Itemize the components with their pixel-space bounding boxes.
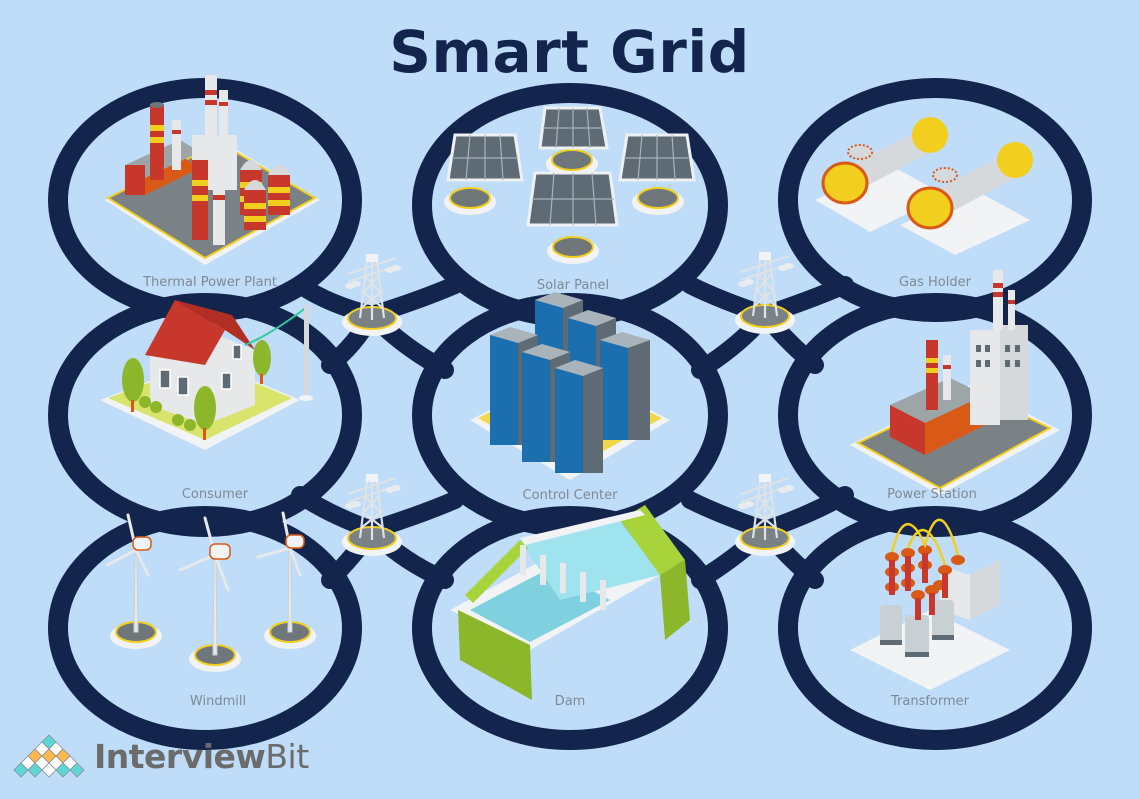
solar-panel-icon [443, 106, 696, 265]
power-station-icon [850, 270, 1060, 495]
server-rack-icon [470, 292, 670, 480]
label-consumer: Consumer [181, 487, 249, 502]
transmission-tower-icon [340, 252, 404, 338]
label-dam: Dam [554, 694, 586, 709]
label-thermal-power-plant: Thermal Power Plant [143, 275, 277, 290]
label-control-center: Control Center [522, 488, 618, 503]
dam-icon [450, 505, 690, 700]
factory-icon [105, 75, 320, 265]
page-title: Smart Grid [389, 18, 750, 86]
transmission-tower-icon [733, 250, 797, 336]
wind-turbine-icon [105, 511, 317, 673]
label-solar-panel: Solar Panel [536, 278, 610, 293]
interviewbit-logo: InterviewBit [12, 733, 309, 779]
label-gas-holder: Gas Holder [899, 275, 971, 290]
logo-wordmark: InterviewBit [94, 737, 309, 776]
label-power-station: Power Station [887, 487, 977, 502]
logo-text-regular: Bit [265, 736, 309, 776]
label-windmill: Windmill [189, 694, 247, 709]
logo-text-bold: Interview [94, 736, 266, 776]
house-icon [100, 300, 313, 450]
diamond-pyramid-icon [13, 734, 85, 778]
gas-tank-icon [815, 117, 1033, 255]
transformer-icon [850, 518, 1010, 690]
label-transformer: Transformer [890, 694, 970, 709]
